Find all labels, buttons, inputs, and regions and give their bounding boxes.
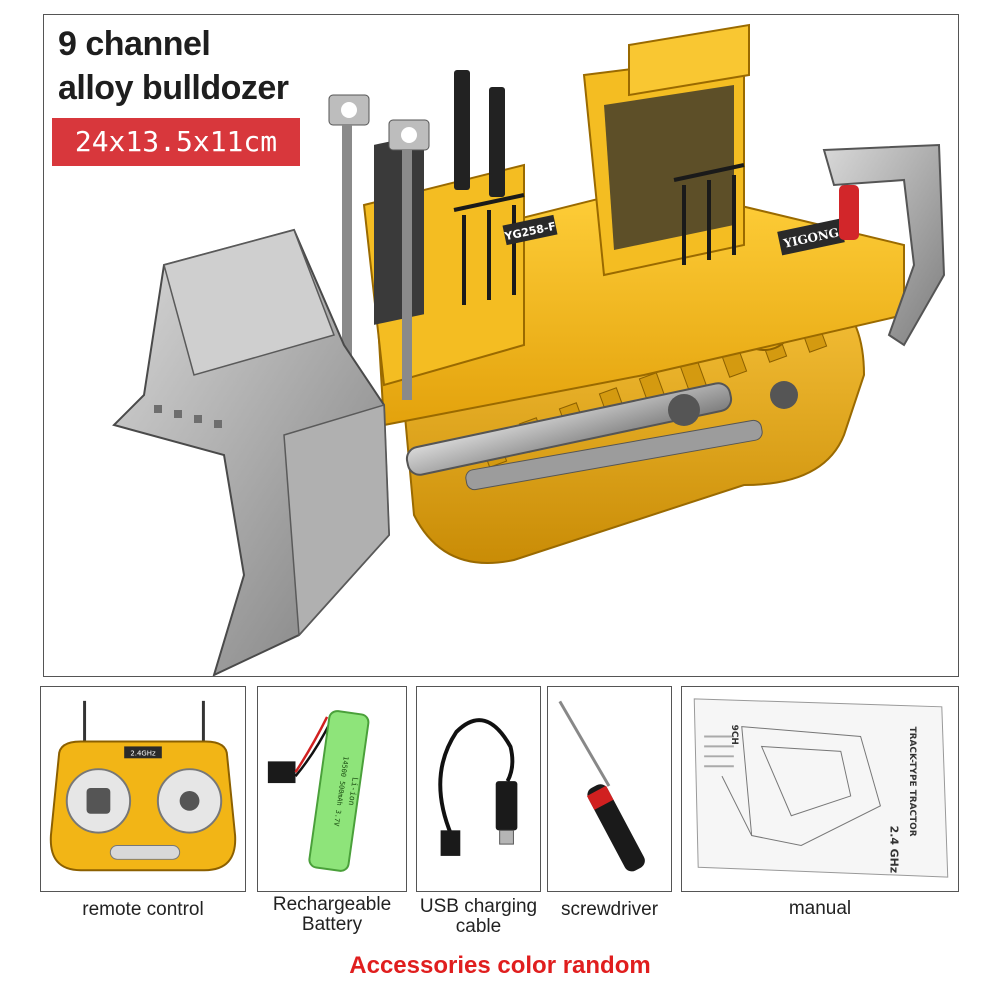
usb-cable-label-line1: USB charging <box>419 896 538 917</box>
battery-label-line2: Battery <box>301 914 363 935</box>
accessory-manual: TRACK-TYPE TRACTOR 9CH 2.4 GHz <box>681 686 959 892</box>
product-title: 9 channel alloy bulldozer <box>58 22 289 110</box>
accessory-remote-control: 2.4GHz <box>40 686 246 892</box>
battery-label-line1: Rechargeable <box>272 894 392 915</box>
accessory-battery: 14500 500mAh 3.7V Li-ion <box>257 686 407 892</box>
bulldozer-illustration: YG258-F YIGONG <box>112 23 946 676</box>
battery-icon: 14500 500mAh 3.7V Li-ion <box>267 710 370 872</box>
remote-control-label: remote control <box>82 899 204 920</box>
remote-freq-text: 2.4GHz <box>130 749 156 757</box>
manual-label: manual <box>788 898 852 919</box>
accessory-usb-cable <box>416 686 541 892</box>
accessory-screwdriver <box>547 686 672 892</box>
product-title-line1: 9 channel <box>58 25 211 63</box>
remote-control-icon: 2.4GHz <box>49 700 237 872</box>
usb-cable-label-line2: cable <box>455 916 502 937</box>
product-image-frame: YG258-F YIGONG <box>43 14 959 677</box>
usb-cable-label: USB charging cable <box>416 897 541 937</box>
manual-code-text: 9CH <box>729 725 739 745</box>
battery-label: Rechargeable Battery <box>257 895 407 935</box>
manual-icon: TRACK-TYPE TRACTOR 9CH 2.4 GHz <box>693 698 949 878</box>
product-title-line2: alloy bulldozer <box>58 69 289 107</box>
hydraulic-arm <box>405 381 798 491</box>
screwdriver-icon <box>558 700 645 872</box>
headlights <box>328 94 430 400</box>
manual-heading-text: TRACK-TYPE TRACTOR <box>907 727 917 837</box>
rear-ripper <box>822 143 946 347</box>
usb-cable-icon <box>438 718 518 856</box>
bulldozer-blade <box>112 228 391 676</box>
manual-freq-text: 2.4 GHz <box>887 826 900 873</box>
accessories-color-note: Accessories color random <box>349 952 651 979</box>
dimensions-badge: 24x13.5x11cm <box>52 118 300 166</box>
battery-chem-text: Li-ion <box>347 777 360 807</box>
screwdriver-label: screwdriver <box>560 899 659 920</box>
